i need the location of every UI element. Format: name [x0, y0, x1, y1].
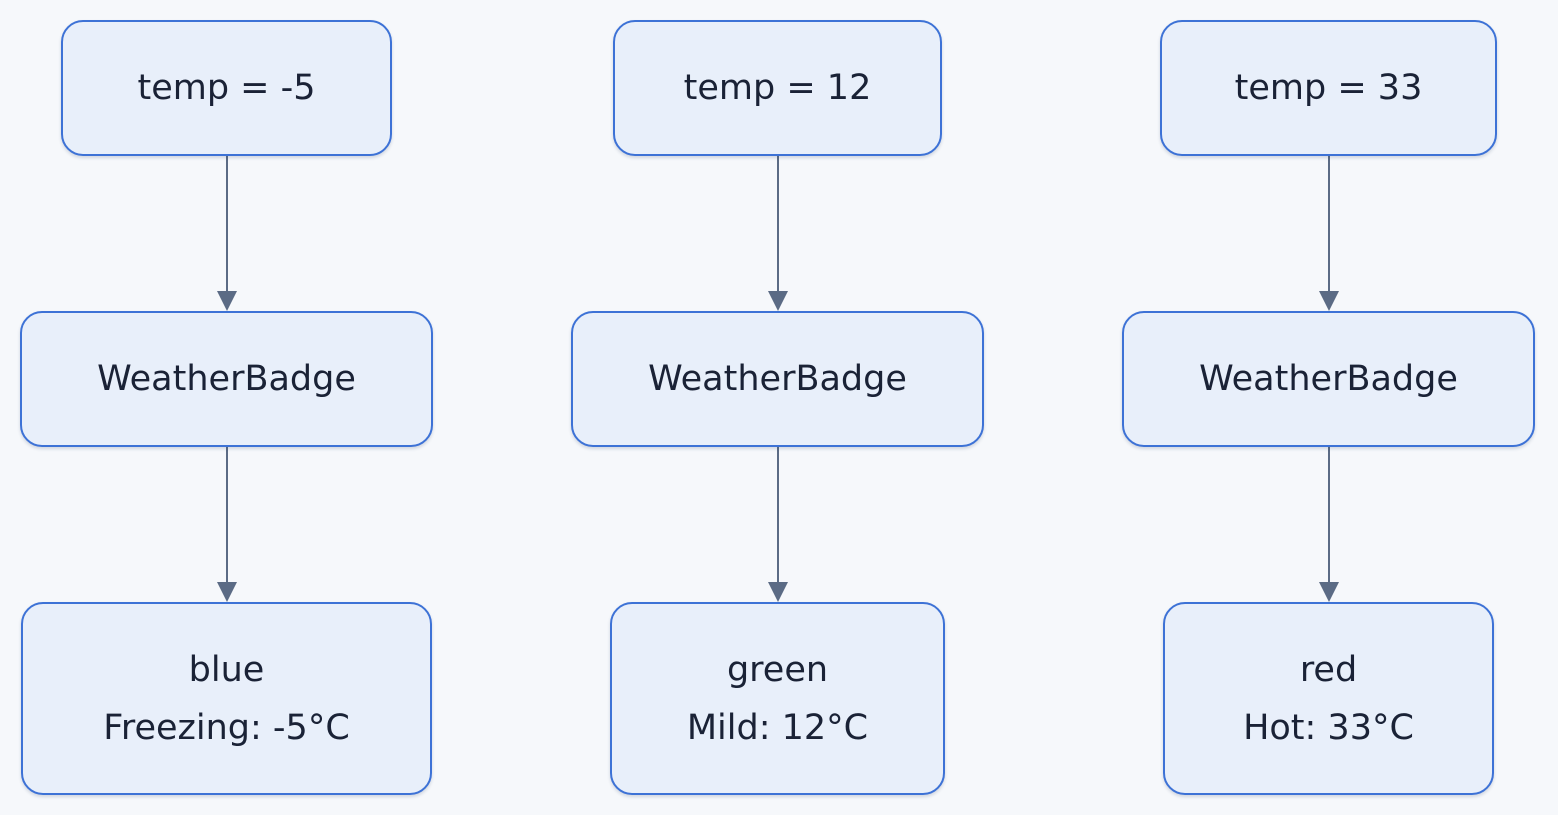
input-node-3[interactable]: temp = 33: [1160, 20, 1497, 156]
input-node-3-label: temp = 33: [1234, 68, 1423, 108]
component-node-3-label: WeatherBadge: [1199, 359, 1458, 399]
output-node-1-color: blue: [188, 649, 265, 690]
output-node-1[interactable]: blue Freezing: -5°C: [21, 602, 432, 795]
component-node-1[interactable]: WeatherBadge: [20, 311, 433, 447]
output-node-3-text: Hot: 33°C: [1243, 707, 1414, 748]
component-node-2[interactable]: WeatherBadge: [571, 311, 984, 447]
arrowhead-1b: [217, 582, 237, 602]
output-node-1-text: Freezing: -5°C: [103, 707, 350, 748]
arrowhead-2a: [768, 291, 788, 311]
component-node-2-label: WeatherBadge: [648, 359, 907, 399]
output-node-3[interactable]: red Hot: 33°C: [1163, 602, 1494, 795]
component-node-1-label: WeatherBadge: [97, 359, 356, 399]
input-node-1-label: temp = -5: [137, 68, 316, 108]
component-node-3[interactable]: WeatherBadge: [1122, 311, 1535, 447]
input-node-2[interactable]: temp = 12: [613, 20, 942, 156]
input-node-1[interactable]: temp = -5: [61, 20, 392, 156]
output-node-2-color: green: [726, 649, 829, 690]
arrowhead-1a: [217, 291, 237, 311]
arrowhead-3b: [1319, 582, 1339, 602]
output-node-2-text: Mild: 12°C: [686, 707, 869, 748]
arrowhead-3a: [1319, 291, 1339, 311]
input-node-2-label: temp = 12: [683, 68, 872, 108]
output-node-2[interactable]: green Mild: 12°C: [610, 602, 945, 795]
arrowhead-2b: [768, 582, 788, 602]
output-node-3-color: red: [1299, 649, 1358, 690]
